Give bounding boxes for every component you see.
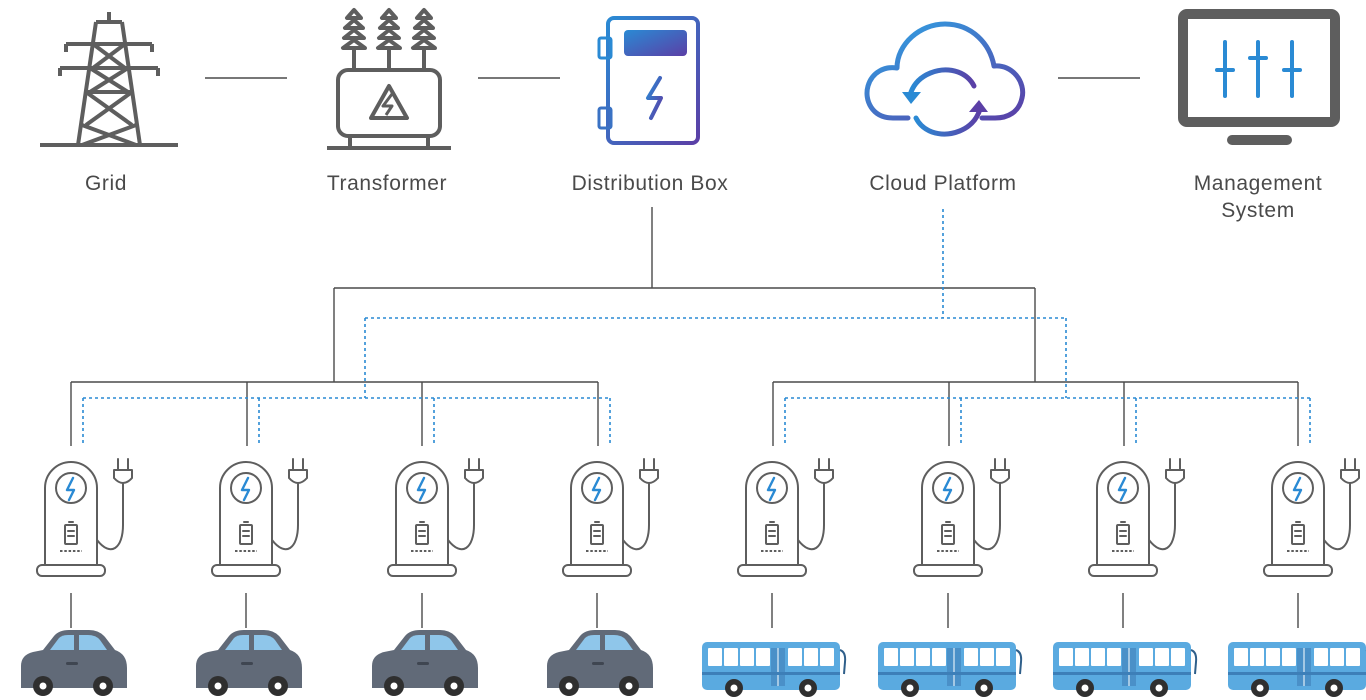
transformer-icon xyxy=(327,8,451,150)
ev-charger-icon xyxy=(1088,458,1185,577)
ev-charger-icon xyxy=(36,458,133,577)
label-grid: Grid xyxy=(84,172,128,195)
bus-icon xyxy=(1053,642,1198,697)
charger-unit xyxy=(547,458,659,696)
ev-charger-icon xyxy=(1263,458,1360,577)
charger-unit xyxy=(21,458,133,696)
data-communication-lines xyxy=(82,209,1311,446)
label-distribution-box: Distribution Box xyxy=(571,172,729,195)
bus-icon xyxy=(1228,642,1366,697)
bus-icon xyxy=(878,642,1023,697)
label-transformer: Transformer xyxy=(326,172,448,195)
label-cloud-platform: Cloud Platform xyxy=(869,172,1017,195)
car-icon xyxy=(372,630,478,696)
label-management-line2: System xyxy=(1221,199,1295,222)
power-tower-icon xyxy=(40,12,178,147)
charger-unit xyxy=(702,458,847,697)
charger-unit xyxy=(878,458,1023,697)
ev-charger-icon xyxy=(387,458,484,577)
ev-charger-icon xyxy=(737,458,834,577)
car-icon xyxy=(547,630,653,696)
power-distribution-lines xyxy=(70,207,1299,446)
charger-unit xyxy=(1053,458,1198,697)
monitor-sliders-icon xyxy=(1178,9,1340,145)
charger-unit xyxy=(372,458,484,696)
ev-charger-icon xyxy=(562,458,659,577)
label-management-system: Management System xyxy=(1158,170,1358,224)
charger-unit xyxy=(196,458,308,696)
cloud-sync-icon xyxy=(864,21,1026,137)
distribution-box-icon xyxy=(597,16,700,145)
ev-charger-icon xyxy=(913,458,1010,577)
car-icon xyxy=(21,630,127,696)
bus-icon xyxy=(702,642,847,697)
charger-units xyxy=(21,458,1366,697)
ev-charger-icon xyxy=(211,458,308,577)
label-management-line1: Management xyxy=(1193,172,1323,195)
car-icon xyxy=(196,630,302,696)
charger-unit xyxy=(1228,458,1366,697)
